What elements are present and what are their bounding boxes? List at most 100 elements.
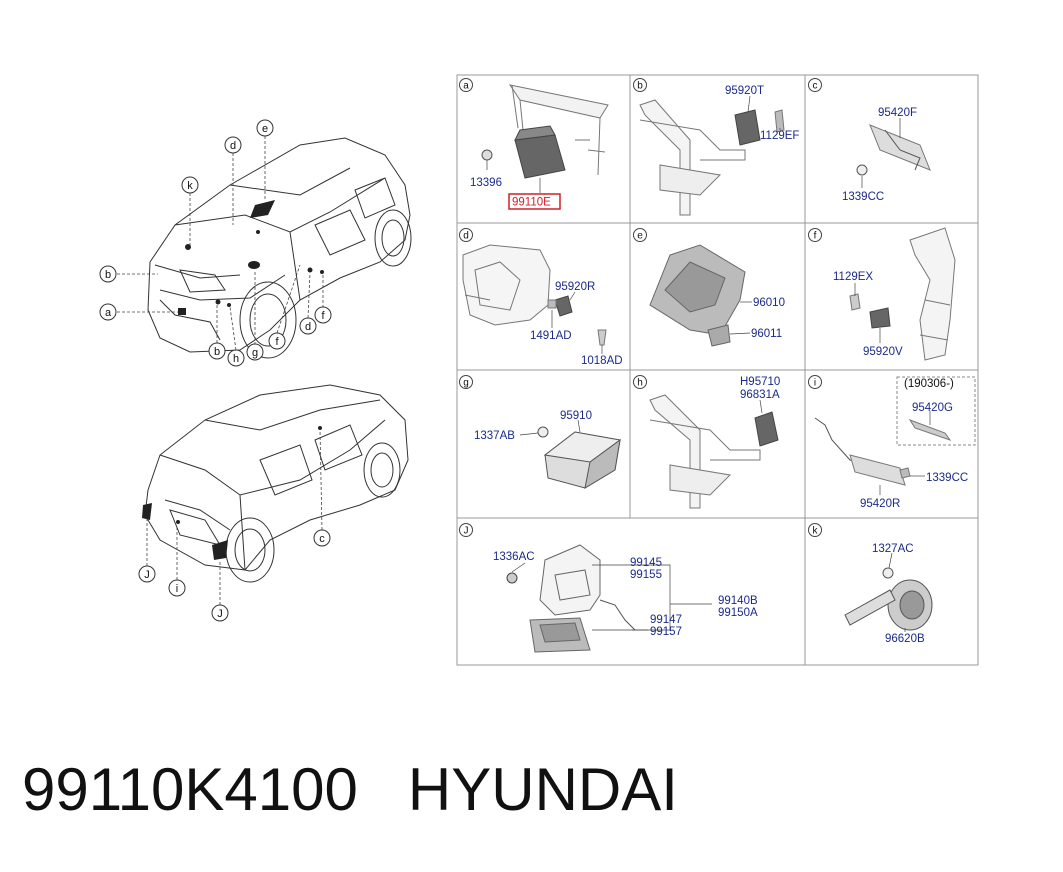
panel-a-labels: 13396 99110E	[470, 177, 561, 210]
svg-text:k: k	[813, 526, 819, 537]
part-95420G: 95420G	[912, 402, 953, 414]
page-title: 99110K4100 HYUNDAI	[22, 760, 678, 820]
panel-k-labels: 1327AC 96620B	[872, 543, 925, 645]
panel-letters: a b c d e f g h i J k	[459, 78, 822, 537]
callout-b[interactable]: b	[99, 265, 117, 283]
svg-text:d: d	[230, 140, 236, 152]
rear-callouts: J i J c	[138, 529, 331, 622]
svg-text:J: J	[144, 569, 150, 581]
car-front-view	[147, 137, 412, 359]
rear-callout-lines	[146, 429, 323, 605]
part-1491AD: 1491AD	[530, 330, 572, 342]
callout-J-bottom[interactable]: J	[211, 604, 229, 622]
callout-b-lower[interactable]: b	[208, 342, 226, 360]
svg-text:b: b	[105, 269, 111, 281]
callout-f-right[interactable]: f	[314, 306, 332, 324]
part-number-text: 99110K4100	[22, 756, 358, 823]
part-99157: 99157	[650, 626, 682, 638]
front-callout-lines	[117, 136, 324, 351]
panel-c-illustration	[856, 118, 931, 188]
part-1337AB: 1337AB	[474, 430, 515, 442]
svg-text:c: c	[813, 81, 818, 92]
callout-i[interactable]: i	[168, 579, 186, 597]
svg-text:h: h	[637, 378, 643, 389]
brand-text: HYUNDAI	[407, 756, 678, 823]
part-H95710: H95710	[740, 376, 780, 388]
part-95420F: 95420F	[878, 107, 917, 119]
panel-e-labels: 96010 96011	[751, 297, 785, 340]
panel-J-labels: 1336AC 99145 99155 99140B 99150A 99147 9…	[493, 551, 758, 638]
part-99155: 99155	[630, 569, 662, 581]
panel-c-labels: 95420F 1339CC	[842, 107, 917, 203]
front-callouts: e d k b a b h g f d f	[99, 119, 332, 367]
panel-b-labels: 95920T 1129EF	[725, 85, 799, 142]
panel-h-labels: H95710 96831A	[740, 376, 780, 401]
svg-text:b: b	[214, 346, 220, 358]
svg-text:e: e	[637, 231, 643, 242]
svg-text:i: i	[814, 378, 816, 389]
panel-J-illustration	[506, 544, 712, 653]
svg-text:g: g	[252, 347, 258, 359]
panel-i-labels: (190306-) 95420G 1339CC 95420R	[860, 378, 968, 510]
panel-g-illustration	[519, 419, 622, 490]
panel-a-illustration	[481, 84, 609, 193]
part-95420R: 95420R	[860, 498, 900, 510]
part-99150A: 99150A	[718, 607, 758, 619]
panel-i-illustration	[814, 376, 976, 495]
part-1018AD: 1018AD	[581, 355, 623, 367]
part-99147: 99147	[650, 614, 682, 626]
panel-grid	[456, 74, 979, 666]
panel-b-letter: b	[633, 78, 647, 92]
part-1339CC-c: 1339CC	[842, 191, 884, 203]
svg-text:k: k	[187, 180, 193, 192]
callout-J-left[interactable]: J	[138, 565, 156, 583]
part-99140B: 99140B	[718, 595, 758, 607]
part-95920T: 95920T	[725, 85, 764, 97]
panel-d-labels: 95920R 1491AD 1018AD	[530, 281, 623, 367]
callout-e[interactable]: e	[256, 119, 274, 137]
svg-text:i: i	[176, 583, 178, 595]
callout-k[interactable]: k	[181, 176, 199, 194]
car-front-parts	[178, 200, 324, 315]
part-99110E[interactable]: 99110E	[512, 197, 551, 209]
car-rear-view	[144, 384, 409, 583]
callout-a[interactable]: a	[99, 303, 117, 321]
part-1339CC-i: 1339CC	[926, 472, 968, 484]
part-1327AC: 1327AC	[872, 543, 914, 555]
callout-g[interactable]: g	[246, 343, 264, 361]
date-note: (190306-)	[904, 378, 954, 390]
car-rear-parts	[142, 426, 322, 560]
panel-h-letter: h	[633, 375, 647, 389]
callout-f[interactable]: f	[268, 332, 286, 350]
part-95910: 95910	[560, 410, 592, 422]
part-96010: 96010	[753, 297, 785, 309]
svg-text:c: c	[319, 533, 325, 545]
panel-f-letter: f	[808, 228, 822, 242]
callout-c[interactable]: c	[313, 529, 331, 547]
panel-f-illustration	[849, 227, 956, 361]
svg-text:f: f	[321, 310, 325, 322]
part-96620B: 96620B	[885, 633, 925, 645]
panel-a-letter: a	[459, 78, 473, 92]
panel-g-letter: g	[459, 375, 473, 389]
svg-text:f: f	[275, 336, 279, 348]
panel-f-labels: 1129EX 95920V	[833, 271, 903, 358]
panel-h-illustration	[649, 394, 779, 509]
panel-k-letter: k	[808, 523, 822, 537]
callout-d[interactable]: d	[224, 136, 242, 154]
svg-text:b: b	[637, 81, 643, 92]
panel-e-letter: e	[633, 228, 647, 242]
callout-d-right[interactable]: d	[299, 317, 317, 335]
panel-b-illustration	[639, 95, 785, 216]
callout-h[interactable]: h	[227, 349, 245, 367]
part-96011: 96011	[751, 328, 782, 340]
part-13396: 13396	[470, 177, 502, 189]
svg-text:h: h	[233, 353, 239, 365]
part-1129EF: 1129EF	[760, 130, 799, 142]
svg-text:J: J	[217, 608, 223, 620]
panel-k-illustration	[844, 552, 933, 632]
panel-J-letter: J	[459, 523, 473, 537]
panel-c-letter: c	[808, 78, 822, 92]
part-96831A: 96831A	[740, 389, 780, 401]
